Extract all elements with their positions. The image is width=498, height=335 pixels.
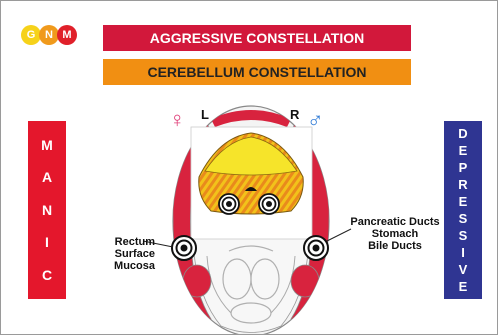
manic-letter: N xyxy=(42,202,52,219)
depressive-letter: I xyxy=(461,244,465,261)
manic-letter: M xyxy=(41,137,53,154)
cerebellum-target-left xyxy=(219,194,239,214)
manic-letter: C xyxy=(42,267,52,284)
depressive-bar: D E P R E S S I V E xyxy=(444,121,482,299)
right-side-label: R xyxy=(290,109,299,121)
depressive-letter: R xyxy=(458,176,467,193)
manic-letter: A xyxy=(42,169,52,186)
depressive-letter: S xyxy=(459,227,468,244)
depressive-letter: E xyxy=(459,142,468,159)
rectum-label: Rectum Surface Mucosa xyxy=(71,236,155,272)
cerebellum-inset xyxy=(191,127,312,239)
depressive-letter: E xyxy=(459,193,468,210)
female-symbol: ♀ xyxy=(169,109,186,131)
manic-letter: I xyxy=(45,234,49,251)
cerebellum-target-right xyxy=(259,194,279,214)
depressive-letter: V xyxy=(459,261,468,278)
rectum-target xyxy=(172,236,196,260)
manic-bar: M A N I C xyxy=(28,121,66,299)
pancreatic-target xyxy=(304,236,328,260)
male-symbol: ♂ xyxy=(307,109,324,131)
depressive-letter: E xyxy=(459,278,468,295)
left-side-label: L xyxy=(201,109,209,121)
pancreatic-label: Pancreatic Ducts Stomach Bile Ducts xyxy=(347,216,443,252)
depressive-letter: P xyxy=(459,159,468,176)
depressive-letter: S xyxy=(459,210,468,227)
depressive-letter: D xyxy=(458,125,467,142)
